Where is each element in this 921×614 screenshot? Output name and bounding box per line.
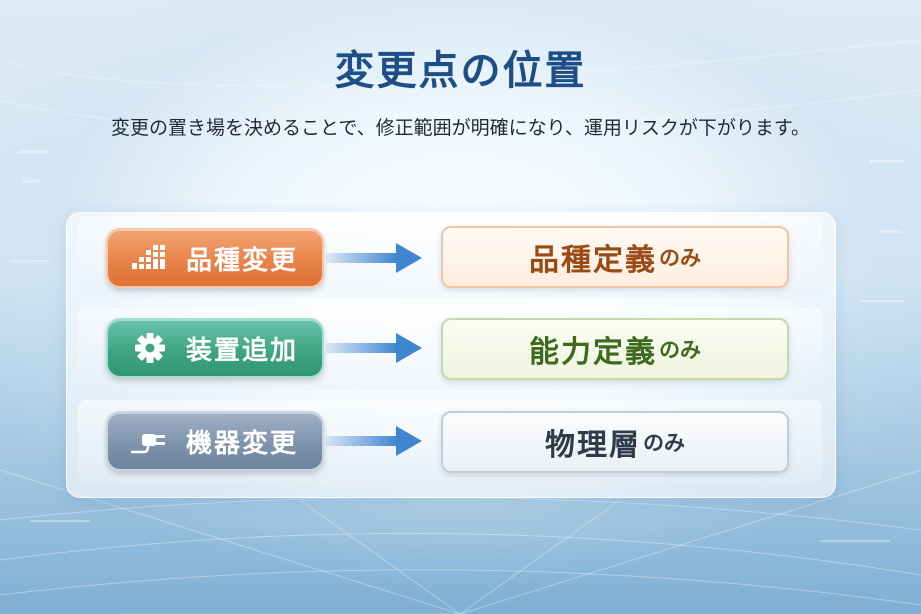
page-subtitle: 変更の置き場を決めることで、修正範囲が明確になり、運用リスクが下がります。 — [110, 117, 810, 139]
result-suffix: のみ — [659, 246, 701, 270]
page-title: 変更点の位置 — [334, 48, 587, 94]
result-box-physical-layer: 物理層 のみ — [441, 411, 789, 473]
result-suffix: のみ — [659, 338, 701, 362]
result-main: 物理層 — [545, 428, 641, 463]
change-pill-product-type: 品種変更 — [106, 228, 324, 288]
arrow-right-icon — [326, 333, 422, 363]
result-main: 品種定義 — [529, 243, 657, 278]
result-main: 能力定義 — [529, 335, 657, 370]
result-box-product-definition: 品種定義 のみ — [441, 226, 789, 288]
plug-icon — [130, 425, 170, 457]
grid-bars-icon — [130, 242, 170, 274]
gear-icon — [130, 332, 170, 364]
result-box-capability-definition: 能力定義 のみ — [441, 318, 789, 380]
change-label: 機器変更 — [186, 428, 299, 459]
result-suffix: のみ — [643, 431, 685, 455]
change-label: 品種変更 — [186, 245, 299, 276]
change-pill-device-add: 装置追加 — [106, 318, 324, 378]
arrow-right-icon — [326, 426, 422, 456]
arrow-right-icon — [326, 243, 422, 273]
change-pill-equipment-change: 機器変更 — [106, 411, 324, 471]
change-label: 装置追加 — [186, 335, 299, 366]
